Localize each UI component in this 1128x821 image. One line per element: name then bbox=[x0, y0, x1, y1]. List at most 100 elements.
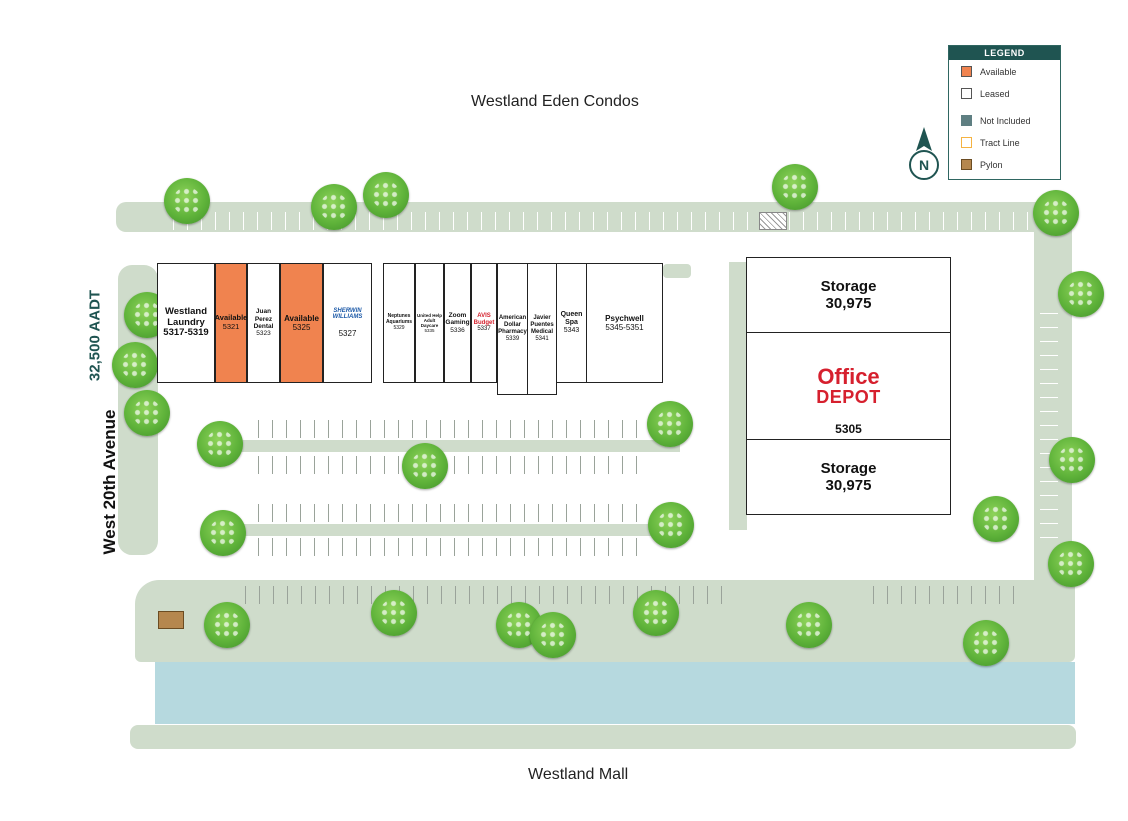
unit-name: Psychwell bbox=[605, 313, 644, 323]
tree-icon bbox=[124, 390, 170, 436]
tree-icon bbox=[772, 164, 818, 210]
unit-name: Queen Spa bbox=[560, 310, 583, 326]
unit-storage-north[interactable]: Storage 30,975 bbox=[746, 257, 951, 333]
unit-name: Javier Puentes Medical bbox=[530, 315, 554, 335]
tree-icon bbox=[648, 502, 694, 548]
canal bbox=[155, 662, 1075, 724]
unit-number: 5325 bbox=[292, 323, 311, 332]
pylon-icon bbox=[158, 611, 184, 629]
tree-icon bbox=[633, 590, 679, 636]
parking-row-east bbox=[1040, 300, 1058, 550]
unit-available-5325[interactable]: Available 5325 bbox=[280, 263, 323, 383]
unit-neptunes-aquariums[interactable]: Neptunes Aquariums 5329 bbox=[383, 263, 415, 383]
tree-icon bbox=[963, 620, 1009, 666]
legend: LEGEND Available Leased Not Included Tra… bbox=[948, 45, 1061, 180]
swatch-icon bbox=[961, 66, 972, 77]
unit-name: Neptunes Aquariums bbox=[385, 313, 413, 326]
unit-size: 30,975 bbox=[825, 295, 872, 312]
tree-icon bbox=[311, 184, 357, 230]
unit-javier-puentes-medical[interactable]: Javier Puentes Medical 5341 bbox=[527, 263, 557, 395]
legend-label: Tract Line bbox=[980, 137, 1020, 148]
parking-row-north bbox=[160, 212, 1030, 230]
unit-storage-south[interactable]: Storage 30,975 bbox=[746, 439, 951, 515]
tree-icon bbox=[1048, 541, 1094, 587]
unit-name: Juan Perez Dental bbox=[253, 308, 274, 330]
unit-zoom-gaming[interactable]: Zoom Gaming 5336 bbox=[444, 263, 471, 383]
unit-number: 5335 bbox=[424, 328, 435, 334]
unit-size: 30,975 bbox=[825, 477, 872, 494]
tree-icon bbox=[197, 421, 243, 467]
tree-icon bbox=[363, 172, 409, 218]
unit-psychwell[interactable]: Psychwell 5345-5351 bbox=[586, 263, 663, 383]
unit-name: United Help Adult Daycare bbox=[416, 312, 442, 328]
unit-number: 5317-5319 bbox=[163, 327, 209, 339]
unit-available-5321[interactable]: Available 5321 bbox=[215, 263, 247, 383]
unit-office-depot[interactable]: Office DEPOT 5305 bbox=[746, 332, 951, 440]
office-depot-logo-sub: DEPOT bbox=[816, 387, 881, 407]
unit-westland-laundry[interactable]: Westland Laundry 5317-5319 bbox=[157, 263, 215, 383]
unit-name: Available bbox=[284, 313, 319, 323]
unit-queen-spa[interactable]: Queen Spa 5343 bbox=[556, 263, 587, 383]
north-arrow-icon: N bbox=[908, 125, 940, 181]
unit-number: 5336 bbox=[450, 326, 465, 334]
unit-sherwin-williams[interactable]: SHERWIN WILLIAMS 5327 bbox=[323, 263, 372, 383]
tree-icon bbox=[164, 178, 210, 224]
parking-row-3 bbox=[245, 504, 645, 522]
legend-label: Not Included bbox=[980, 115, 1031, 126]
tree-icon bbox=[530, 612, 576, 658]
tree-icon bbox=[973, 496, 1019, 542]
legend-label: Leased bbox=[980, 88, 1010, 99]
unit-number: 5323 bbox=[256, 330, 271, 338]
unit-avis-budget[interactable]: AVIS Budget 5337 bbox=[471, 263, 497, 383]
legend-item-available: Available bbox=[961, 66, 1016, 77]
unit-number: 5305 bbox=[835, 422, 862, 437]
unit-name: Storage bbox=[820, 277, 877, 295]
parking-row-south bbox=[232, 586, 727, 604]
parking-row-4 bbox=[245, 538, 645, 556]
tree-icon bbox=[1033, 190, 1079, 236]
tree-icon bbox=[1058, 271, 1104, 317]
unit-united-help[interactable]: United Help Adult Daycare 5335 bbox=[415, 263, 444, 383]
unit-number: 5341 bbox=[535, 335, 549, 342]
unit-american-dollar-pharmacy[interactable]: American Dollar Pharmacy 5339 bbox=[497, 263, 528, 395]
swatch-icon bbox=[961, 137, 972, 148]
pylon-icon bbox=[961, 159, 972, 170]
legend-item-not-included: Not Included bbox=[961, 115, 1031, 126]
unit-name: Zoom Gaming bbox=[445, 311, 470, 327]
unit-number: 5343 bbox=[563, 327, 580, 335]
anchor-landscape bbox=[729, 262, 747, 530]
tree-icon bbox=[112, 342, 158, 388]
tree-icon bbox=[200, 510, 246, 556]
sherwin-williams-logo: SHERWIN WILLIAMS bbox=[332, 307, 363, 321]
hatched-loading-zone bbox=[759, 212, 787, 230]
office-depot-logo: Office bbox=[817, 364, 880, 389]
unit-name: American Dollar Pharmacy bbox=[498, 315, 527, 335]
tree-icon bbox=[402, 443, 448, 489]
road-label: West 20th Avenue bbox=[100, 409, 119, 555]
front-island bbox=[663, 264, 691, 278]
unit-name: Available bbox=[214, 313, 248, 323]
parking-island-1 bbox=[240, 440, 680, 452]
north-neighbor-label: Westland Eden Condos bbox=[471, 93, 639, 110]
tree-icon bbox=[371, 590, 417, 636]
unit-number: 5337 bbox=[477, 326, 491, 333]
legend-item-tract-line: Tract Line bbox=[961, 137, 1020, 148]
unit-juan-perez-dental[interactable]: Juan Perez Dental 5323 bbox=[247, 263, 280, 383]
unit-number: 5321 bbox=[222, 322, 240, 331]
legend-item-pylon: Pylon bbox=[961, 159, 1003, 170]
unit-number: 5345-5351 bbox=[605, 323, 644, 332]
legend-title: LEGEND bbox=[949, 46, 1060, 60]
tree-icon bbox=[647, 401, 693, 447]
tree-icon bbox=[786, 602, 832, 648]
tree-icon bbox=[1049, 437, 1095, 483]
legend-label: Available bbox=[980, 66, 1017, 77]
unit-name: Westland Laundry bbox=[164, 305, 208, 328]
south-neighbor-label: Westland Mall bbox=[528, 766, 629, 783]
legend-item-leased: Leased bbox=[961, 88, 1010, 99]
tree-icon bbox=[204, 602, 250, 648]
unit-number: 5327 bbox=[338, 329, 357, 339]
mall-landscape-strip bbox=[130, 725, 1076, 749]
compass-letter: N bbox=[918, 157, 930, 173]
avis-logo: AVIS Budget bbox=[473, 312, 495, 326]
parking-island-2 bbox=[240, 524, 680, 536]
